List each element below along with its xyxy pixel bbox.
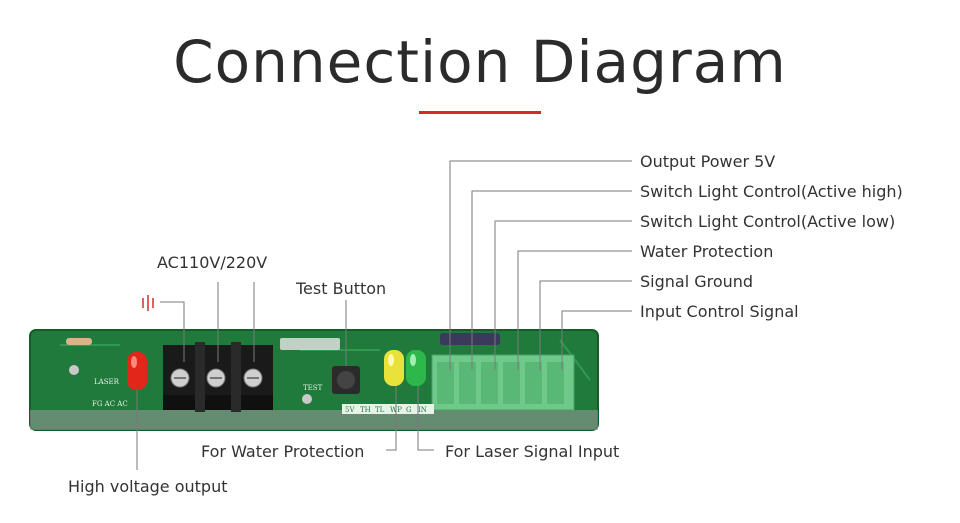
title-underline [419, 111, 541, 114]
green-led [406, 350, 426, 386]
leader-switch-low [494, 220, 632, 370]
test-button-label: Test Button [295, 279, 386, 298]
switch-high-label: Switch Light Control(Active high) [640, 182, 903, 201]
leader-input-control [561, 310, 632, 370]
page-title: Connection Diagram [173, 28, 787, 96]
svg-text:G: G [406, 406, 412, 414]
ac-terminal-block [163, 342, 273, 412]
leader-signal-ground [539, 280, 632, 370]
connector-silkscreen: 5V TH TL WP G IN [342, 404, 434, 414]
high-voltage-label: High voltage output [68, 477, 228, 496]
leader-for-water [386, 386, 397, 451]
signal-connector [431, 354, 575, 411]
output-power-label: Output Power 5V [640, 152, 775, 171]
ground-leader [160, 301, 185, 362]
svg-text:TL: TL [375, 406, 385, 414]
leader-switch-high [471, 190, 632, 370]
svg-text:IN: IN [418, 406, 427, 414]
svg-text:5V: 5V [345, 406, 355, 414]
signal-ground-label: Signal Ground [640, 272, 753, 291]
for-laser-label: For Laser Signal Input [445, 442, 619, 461]
ac-input-label: AC110V/220V [157, 253, 267, 272]
yellow-led [384, 350, 404, 386]
leader-output-power [449, 160, 632, 370]
svg-text:TH: TH [360, 406, 371, 414]
leader-water-protection [517, 250, 632, 370]
switch-low-label: Switch Light Control(Active low) [640, 212, 895, 231]
red-led [127, 352, 147, 390]
input-control-label: Input Control Signal [640, 302, 799, 321]
ground-icon [142, 295, 154, 311]
water-protection-label: Water Protection [640, 242, 773, 261]
terminal-silkscreen: FG AC AC [92, 400, 128, 408]
test-button [332, 366, 360, 394]
laser-silkscreen: LASER [94, 378, 120, 386]
test-silkscreen: TEST [303, 384, 323, 392]
for-water-label: For Water Protection [201, 442, 364, 461]
leader-for-laser [417, 386, 434, 451]
